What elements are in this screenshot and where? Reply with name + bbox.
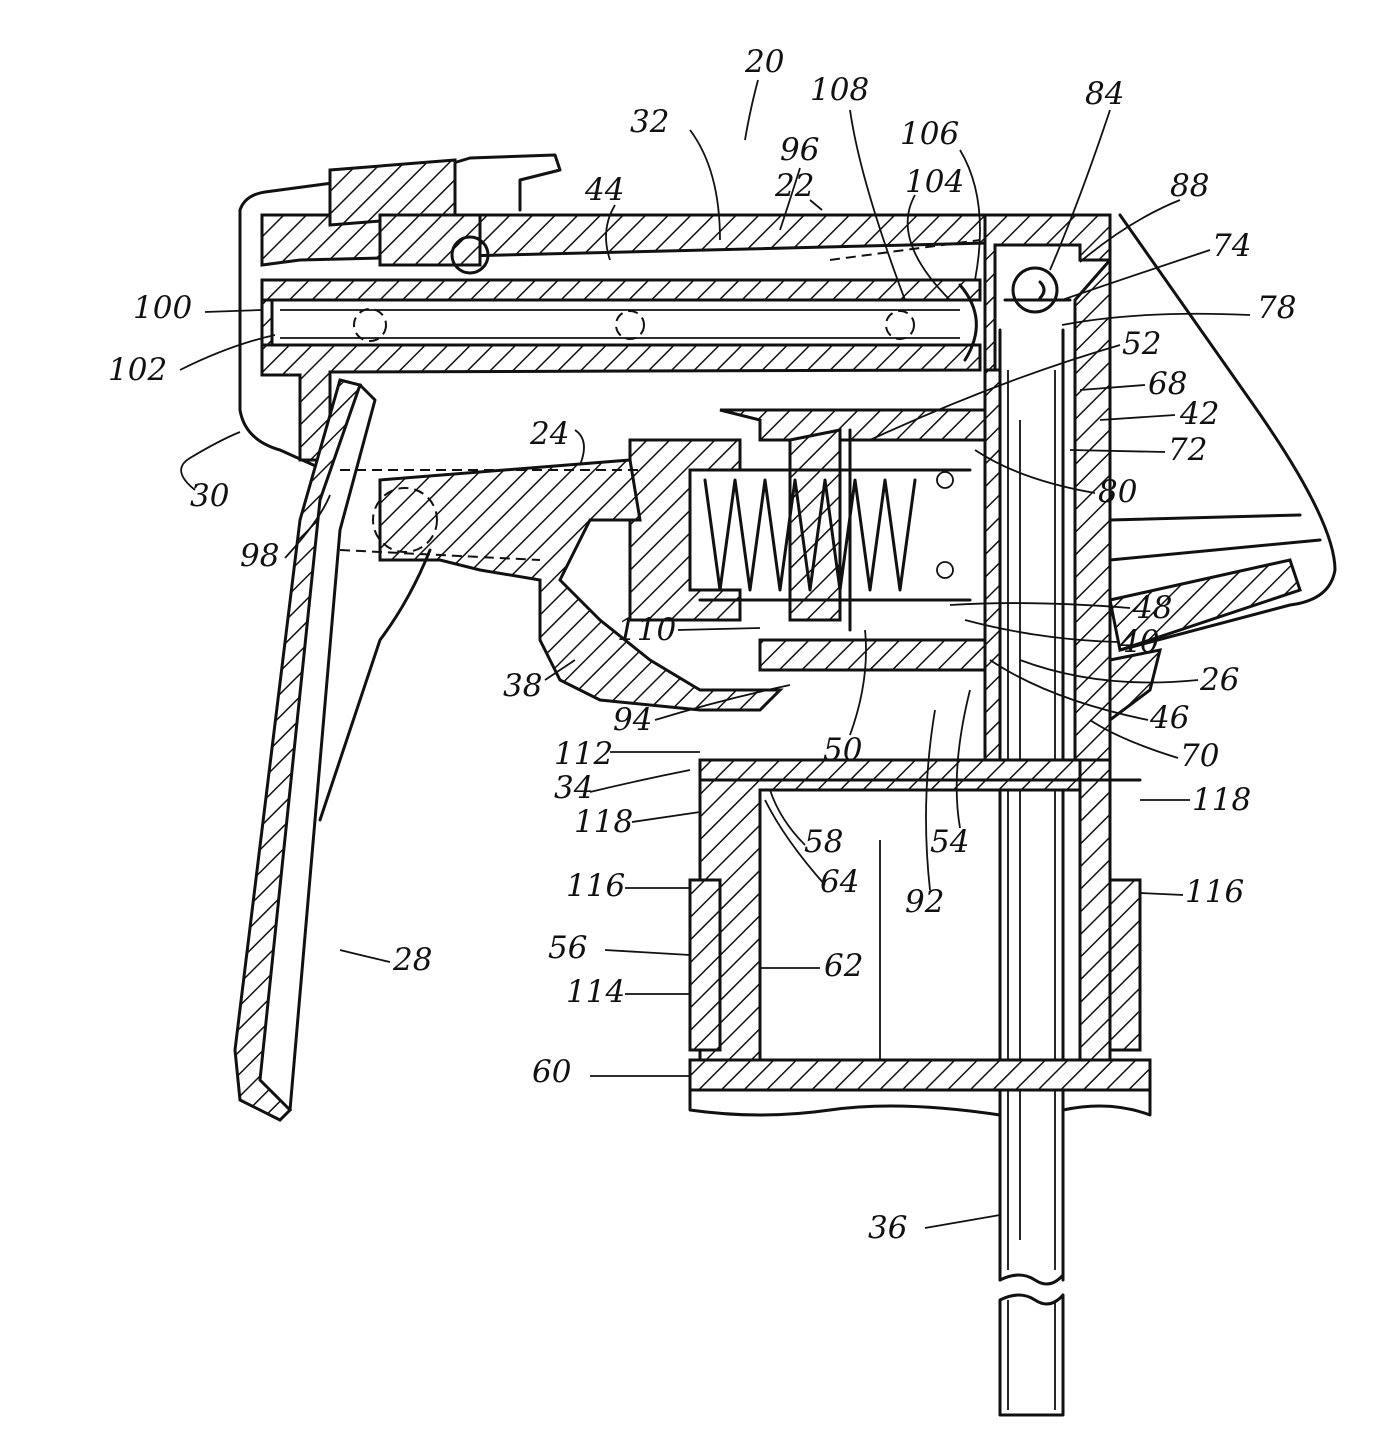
label-74: 74 [1212,228,1251,264]
label-38: 38 [503,668,542,704]
label-26: 26 [1199,662,1239,698]
trigger [340,460,780,710]
label-114: 114 [566,974,625,1010]
label-34: 34 [554,770,593,806]
label-70: 70 [1180,738,1219,774]
label-24: 24 [529,416,569,452]
label-36: 36 [868,1210,907,1246]
label-20: 20 [744,44,784,80]
label-30: 30 [190,478,229,514]
label-118-left: 118 [574,804,633,840]
label-28: 28 [392,942,432,978]
label-112: 112 [554,736,613,772]
label-78: 78 [1257,290,1296,326]
label-46: 46 [1149,700,1189,736]
label-98: 98 [240,538,279,574]
label-102: 102 [108,352,167,388]
label-96: 96 [780,132,819,168]
label-80: 80 [1098,474,1137,510]
label-52: 52 [1122,326,1161,362]
label-48: 48 [1132,590,1172,626]
label-58: 58 [804,824,843,860]
label-50: 50 [823,732,862,768]
label-92: 92 [905,884,944,920]
label-64: 64 [820,864,859,900]
label-94: 94 [613,702,652,738]
label-116-left: 116 [566,868,625,904]
label-60: 60 [532,1054,571,1090]
label-118-right: 118 [1192,782,1251,818]
label-42: 42 [1179,396,1219,432]
pump-chamber [630,410,985,670]
label-40: 40 [1119,624,1159,660]
label-72: 72 [1168,432,1207,468]
label-54: 54 [930,824,969,860]
label-84: 84 [1085,76,1124,112]
closure-cap [690,760,1150,1115]
label-32: 32 [630,104,669,140]
label-100: 100 [133,290,192,326]
label-44: 44 [584,172,624,208]
label-62: 62 [824,948,863,984]
label-56: 56 [548,930,587,966]
label-106: 106 [900,116,959,152]
label-116-right: 116 [1185,874,1244,910]
label-104: 104 [905,164,964,200]
label-88: 88 [1170,168,1209,204]
label-108: 108 [810,72,869,108]
label-110: 110 [617,612,676,648]
